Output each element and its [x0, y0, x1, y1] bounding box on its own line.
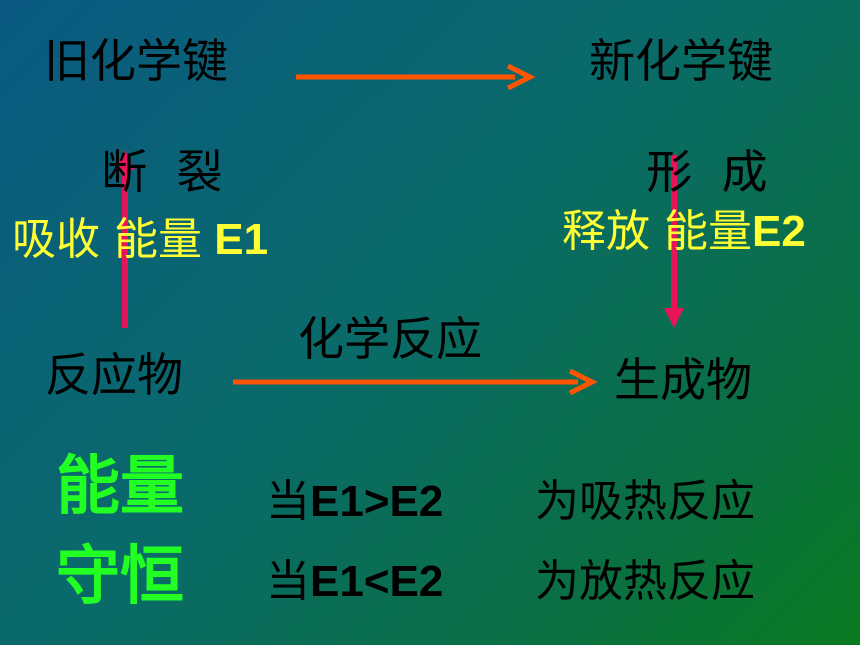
reactants-text: 反应物	[45, 348, 183, 402]
bond-form-label: 形 成	[617, 103, 767, 195]
release-label-cn: 释放 能量	[562, 206, 752, 257]
reaction-label: 化学反应	[298, 316, 482, 362]
rule1-prefix: 当	[266, 476, 310, 527]
reaction-text: 化学反应	[298, 312, 482, 366]
rule1-expr: E1>E2	[310, 477, 444, 526]
new-bond-line2: 形 成	[646, 145, 768, 199]
arrow-reactants-to-products	[233, 368, 598, 396]
arrow-bond-break-to-form	[296, 63, 536, 91]
rule2-result: 为放热反应	[535, 556, 755, 607]
rule2-prefix: 当	[266, 556, 310, 607]
new-bond-line1: 新化学键	[589, 34, 773, 88]
rule2-expr: E1<E2	[310, 557, 444, 606]
new-bond-label: 新化学键	[589, 38, 773, 84]
old-bond-line2: 断 裂	[101, 145, 223, 199]
rule1-result: 为吸热反应	[535, 476, 755, 527]
arrow-absorb-energy	[115, 150, 135, 328]
absorb-label-var: E1	[202, 215, 269, 264]
arrow-release-energy	[664, 155, 684, 328]
absorb-label-cn: 吸收 能量	[12, 214, 202, 265]
products-text: 生成物	[614, 353, 752, 407]
conservation-title-line1: 能量	[56, 450, 184, 524]
bond-break-label: 断 裂	[72, 103, 222, 195]
rule-exothermic-result: 为放热反应	[535, 560, 755, 604]
release-energy-label: 释放 能量E2	[562, 210, 806, 254]
reactants-label: 反应物	[45, 352, 183, 398]
old-bond-line1: 旧化学键	[44, 34, 228, 88]
old-bond-label: 旧化学键	[44, 38, 228, 84]
rule-endothermic: 当E1>E2	[266, 480, 443, 524]
absorb-energy-label: 吸收 能量 E1	[12, 218, 268, 262]
release-label-var: E2	[752, 207, 806, 256]
rule-endothermic-result: 为吸热反应	[535, 480, 755, 524]
rule-exothermic: 当E1<E2	[266, 560, 443, 604]
conservation-title-line2: 守恒	[56, 540, 184, 614]
products-label: 生成物	[614, 357, 752, 403]
